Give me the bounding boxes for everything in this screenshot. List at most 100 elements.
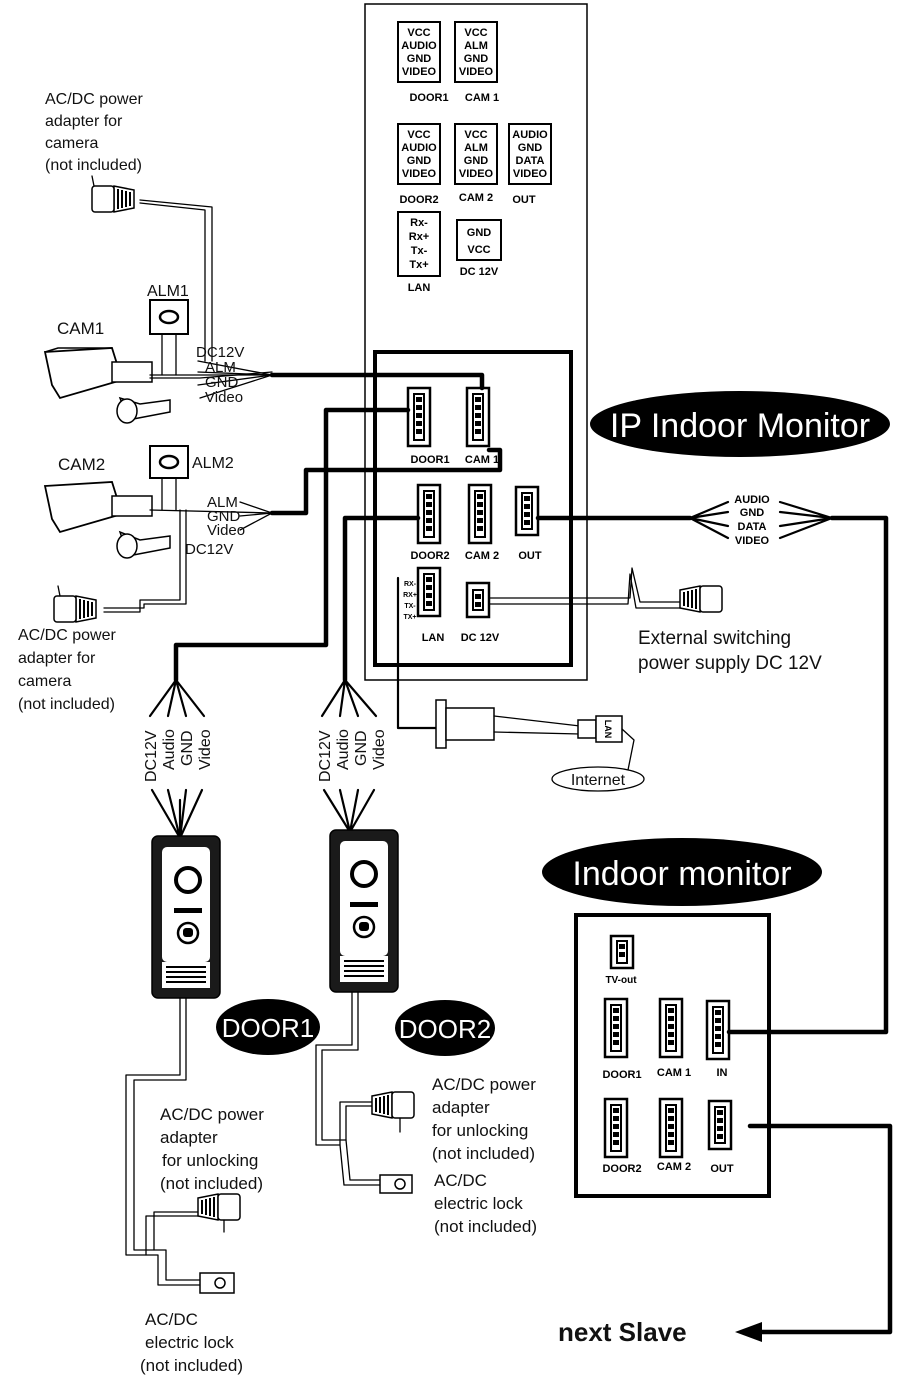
indoor-connector-door2: DOOR2 xyxy=(602,1097,642,1175)
lan-pin: Tx- xyxy=(411,245,428,257)
door2-lock-wiring xyxy=(315,991,415,1194)
alarm-1: ALM1 xyxy=(147,283,189,335)
unlock-adapter-2-line: AC/DC power xyxy=(432,1075,536,1094)
cam2-wire-label: GND xyxy=(207,508,241,525)
lan-block-label: LAN xyxy=(408,282,431,294)
door1-pin: GND xyxy=(407,53,432,65)
door2-wire-label: Video xyxy=(371,729,388,770)
camera-1: CAM1 xyxy=(43,319,171,424)
terminal-block-cam2: VCC ALM GND VIDEO CAM 2 xyxy=(454,123,498,204)
cam1-name: CAM1 xyxy=(57,319,104,338)
door1-badge-text: DOOR1 xyxy=(222,1013,314,1043)
indoor-connector-door1: DOOR1 xyxy=(602,997,642,1081)
ip-lan-pin: RX+ xyxy=(403,592,417,599)
lan-pin: Tx+ xyxy=(409,259,428,271)
dc-pin: VCC xyxy=(467,244,490,256)
ip-lan-pin: TX- xyxy=(404,603,416,610)
ip-connector-door2: DOOR2 xyxy=(410,483,450,562)
cam1-block-label: CAM 1 xyxy=(465,92,499,104)
alarm1-label: ALM1 xyxy=(147,283,189,300)
out-pin: DATA xyxy=(516,155,545,167)
cam1-power-label: adapter for xyxy=(45,113,123,130)
cam1-power-label: camera xyxy=(45,135,98,152)
indoor-tvout-label: TV-out xyxy=(605,975,637,986)
door2-pin: VIDEO xyxy=(402,168,437,180)
ip-lan-pin: RX- xyxy=(404,581,417,588)
internet-label: Internet xyxy=(571,772,626,789)
unlock-adapter-1-label: AC/DC power adapter for unlocking (not i… xyxy=(160,1105,264,1193)
cam1-pin: VIDEO xyxy=(459,66,494,78)
electric-lock-1-line: electric lock xyxy=(145,1333,234,1352)
camera-2: CAM2 xyxy=(43,455,171,559)
external-psu-label: External switching xyxy=(638,628,791,649)
out-wire-label: AUDIO xyxy=(734,494,770,506)
alarm-2: ALM2 xyxy=(149,445,234,479)
alarm2-label: ALM2 xyxy=(192,455,234,472)
out-fan-lines xyxy=(688,500,834,540)
ip-cam1-label: CAM 1 xyxy=(465,454,499,466)
ip-lan-pin: TX+ xyxy=(403,614,416,621)
ip-connector-door1: DOOR1 xyxy=(406,386,450,466)
out-pin: AUDIO xyxy=(512,129,548,141)
unlock-adapter-1-line: adapter xyxy=(160,1128,218,1147)
indoor-monitor-panel xyxy=(574,913,771,1198)
door1-pin: AUDIO xyxy=(401,40,437,52)
indoor-connector-in: IN xyxy=(705,999,731,1079)
unlock-adapter-2-line: (not included) xyxy=(432,1144,535,1163)
indoor-in-label: IN xyxy=(717,1067,728,1079)
cam1-wire-label: DC12V xyxy=(196,344,244,361)
indoor-door2-label: DOOR2 xyxy=(602,1163,641,1175)
cam1-wire-label: Video xyxy=(205,389,243,406)
lan-plug-label: LAN xyxy=(603,720,613,739)
electric-lock-1-line: (not included) xyxy=(140,1356,243,1375)
door1-fan-wires: DC12V Audio GND Video xyxy=(143,678,214,840)
cam1-power-label: AC/DC power xyxy=(45,91,143,108)
door2-pin: GND xyxy=(407,155,432,167)
indoor-out-label: OUT xyxy=(710,1163,734,1175)
external-psu: External switching power supply DC 12V xyxy=(488,567,822,674)
ip-dc-label: DC 12V xyxy=(461,632,500,644)
cam2-wire-label: Video xyxy=(207,522,245,539)
electric-lock-2-label: AC/DC electric lock (not included) xyxy=(434,1171,537,1236)
door1-wire-label: DC12V xyxy=(143,730,160,782)
cam1-pin: ALM xyxy=(464,40,488,52)
indoor-cam1-label: CAM 1 xyxy=(657,1067,691,1079)
cam2-pin: ALM xyxy=(464,142,488,154)
ip-connector-cam2: CAM 2 xyxy=(465,483,499,562)
indoor-connector-cam1: CAM 1 xyxy=(657,997,691,1079)
door2-wire-label: Audio xyxy=(335,729,352,770)
cam2-pin: VIDEO xyxy=(459,168,494,180)
indoor-monitor-title-badge: Indoor monitor xyxy=(542,838,822,906)
cam2-name: CAM2 xyxy=(58,455,105,474)
lan-cable: LAN Internet xyxy=(435,699,645,792)
dc-block-label: DC 12V xyxy=(460,266,499,278)
ip-door1-label: DOOR1 xyxy=(410,454,449,466)
door2-badge: DOOR2 xyxy=(395,1000,495,1056)
terminal-block-cam1: VCC ALM GND VIDEO CAM 1 xyxy=(454,21,499,104)
indoor-door1-label: DOOR1 xyxy=(602,1069,641,1081)
dc-pin: GND xyxy=(467,227,492,239)
door2-wire-label: GND xyxy=(353,730,370,766)
next-slave-label: next Slave xyxy=(558,1317,687,1347)
main-panel xyxy=(364,3,588,681)
cam1-pin: VCC xyxy=(464,27,487,39)
door1-pin: VCC xyxy=(407,27,430,39)
door1-block-label: DOOR1 xyxy=(409,92,448,104)
door2-pin: AUDIO xyxy=(401,142,437,154)
ip-monitor-title: IP Indoor Monitor xyxy=(610,407,870,445)
electric-lock-1-label: AC/DC electric lock (not included) xyxy=(140,1310,243,1375)
ip-lan-label: LAN xyxy=(422,632,445,644)
door1-lock-wiring xyxy=(125,997,241,1294)
door1-pin: VIDEO xyxy=(402,66,437,78)
ip-connector-cam1: CAM 1 xyxy=(465,386,499,466)
cam2-block-label: CAM 2 xyxy=(459,192,493,204)
unlock-adapter-1-line: for unlocking xyxy=(162,1151,258,1170)
unlock-adapter-2-line: adapter xyxy=(432,1098,490,1117)
out-wire-label: GND xyxy=(740,507,765,519)
unlock-adapter-2-line: for unlocking xyxy=(432,1121,528,1140)
terminal-block-dc: GND VCC DC 12V xyxy=(456,219,502,278)
ip-out-label: OUT xyxy=(518,550,542,562)
cam1-wire-label: GND xyxy=(205,374,239,391)
cam2-wire-label: ALM xyxy=(207,494,238,511)
